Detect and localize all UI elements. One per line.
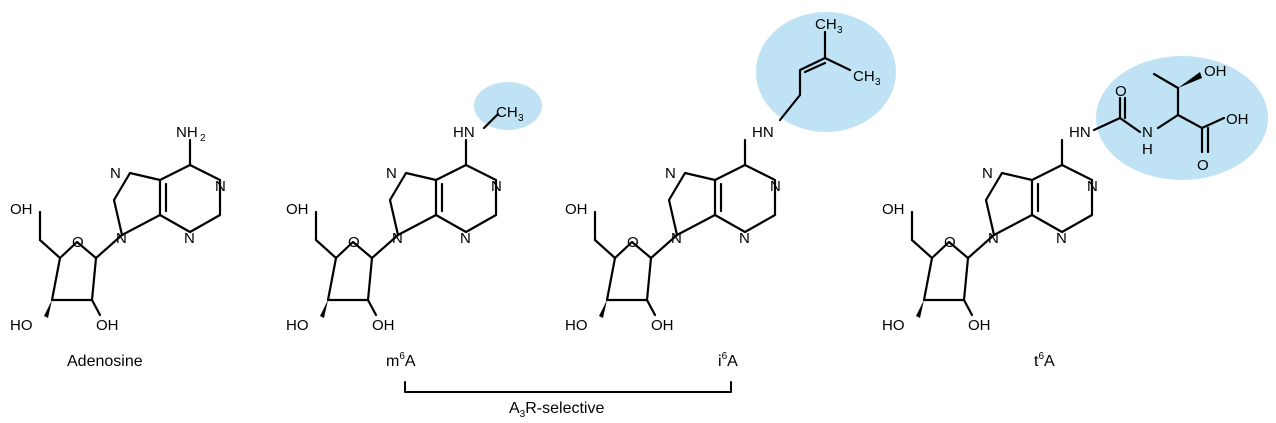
atom-n: N — [215, 178, 226, 195]
atom-oh: OH — [565, 201, 588, 218]
atom-ho: HO — [882, 317, 905, 334]
atom-labels-adenosine: OH O HO OH N N N N NH 2 — [10, 124, 226, 334]
atom-labels-m6A: OH O HO OH N N N N HN CH 3 — [286, 104, 524, 334]
atom-hn: HN — [1069, 124, 1091, 141]
atom-n: N — [1056, 230, 1067, 247]
caption-i6A: i6A — [718, 351, 738, 370]
atom-oh: OH — [10, 201, 33, 218]
atom-amide-h: H — [1142, 141, 1153, 158]
atom-carboxyl-oh: OH — [1226, 111, 1249, 128]
atom-ho: HO — [565, 317, 588, 334]
atom-oh: OH — [372, 317, 395, 334]
atom-ch3: CH — [496, 104, 518, 121]
atom-n: N — [110, 165, 121, 182]
a3r-selective-bracket — [404, 381, 732, 393]
atom-ch3: CH — [853, 68, 875, 85]
atom-carboxyl-o: O — [1197, 157, 1209, 174]
bracket-label: A3R-selective — [509, 400, 604, 420]
atom-labels-t6A: OH O HO OH N N N N HN O N H OH O OH — [882, 63, 1249, 334]
atom-n: N — [770, 178, 781, 195]
atom-n: N — [982, 165, 993, 182]
caption-adenosine: Adenosine — [67, 353, 143, 370]
atom-ho: HO — [286, 317, 309, 334]
atom-ch3: CH — [815, 16, 837, 33]
atom-nh2: NH — [176, 124, 198, 141]
atom-oh: OH — [286, 201, 309, 218]
atom-oh: OH — [651, 317, 674, 334]
atom-labels-i6A: OH O HO OH N N N N HN CH 3 CH 3 — [565, 16, 881, 334]
atom-hn: HN — [752, 124, 774, 141]
atom-o: O — [348, 234, 360, 251]
atom-ch3-subscript: 3 — [837, 25, 843, 36]
atom-oh: OH — [968, 317, 991, 334]
atom-n: N — [386, 165, 397, 182]
atom-carbonyl-o: O — [1115, 83, 1127, 100]
atom-n: N — [665, 165, 676, 182]
atom-ho: HO — [10, 317, 33, 334]
atom-o: O — [72, 234, 84, 251]
atom-ch3-subscript: 3 — [875, 77, 881, 88]
atom-n: N — [491, 178, 502, 195]
atom-nh2-subscript: 2 — [200, 133, 206, 144]
molecule-i6A — [593, 30, 852, 318]
atom-oh: OH — [882, 201, 905, 218]
caption-t6A: t6A — [1034, 351, 1055, 370]
molecule-m6A — [314, 112, 500, 318]
atom-n: N — [671, 230, 682, 247]
atom-n: N — [1087, 178, 1098, 195]
m6A-methyl-highlight — [474, 82, 542, 130]
atom-hn: HN — [453, 124, 475, 141]
atom-o: O — [627, 234, 639, 251]
atom-n: N — [739, 230, 750, 247]
molecule-adenosine — [38, 138, 222, 318]
caption-m6A: m6A — [386, 351, 416, 370]
atom-o: O — [944, 234, 956, 251]
atom-oh: OH — [96, 317, 119, 334]
atom-hydroxyl-oh: OH — [1204, 63, 1227, 80]
atom-n: N — [460, 230, 471, 247]
atom-n: N — [184, 230, 195, 247]
molecule-t6A — [910, 72, 1226, 318]
atom-amide-n: N — [1142, 124, 1153, 141]
atom-n: N — [392, 230, 403, 247]
atom-ch3-subscript: 3 — [518, 113, 524, 124]
atom-n: N — [988, 230, 999, 247]
atom-n: N — [116, 230, 127, 247]
i6A-isopentenyl-highlight — [756, 12, 896, 132]
